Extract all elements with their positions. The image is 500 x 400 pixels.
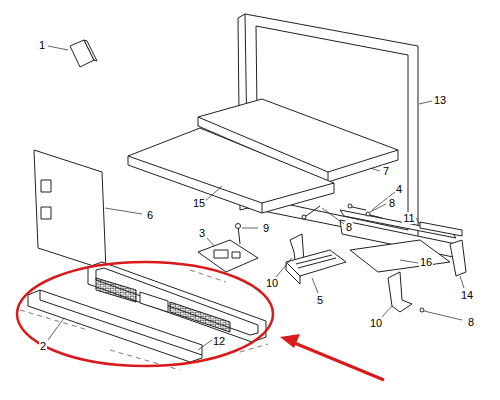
callout-number: 11 bbox=[402, 212, 415, 224]
callout-number: 8 bbox=[345, 221, 353, 233]
callout-number: 1 bbox=[38, 39, 46, 51]
callout-number: 8 bbox=[467, 316, 475, 328]
callout-number: 2 bbox=[39, 340, 47, 352]
callout-number: 4 bbox=[395, 183, 403, 195]
callout-number: 12 bbox=[212, 335, 226, 347]
callout-number: 6 bbox=[146, 209, 154, 221]
highlight-arrow bbox=[292, 342, 384, 380]
callout-number: 14 bbox=[460, 289, 474, 301]
highlight-arrowhead bbox=[280, 334, 300, 348]
callout-number: 5 bbox=[316, 294, 324, 306]
callout-number: 10 bbox=[265, 277, 279, 289]
callout-number: 3 bbox=[198, 227, 206, 239]
highlight-ellipse bbox=[17, 262, 273, 366]
callout-number: 13 bbox=[433, 94, 447, 106]
callout-number: 10 bbox=[369, 317, 383, 329]
callout-number: 9 bbox=[262, 222, 270, 234]
callout-number: 15 bbox=[192, 197, 206, 209]
callout-number: 8 bbox=[388, 197, 396, 209]
callout-number: 7 bbox=[382, 165, 390, 177]
callout-number: 16 bbox=[419, 256, 433, 268]
